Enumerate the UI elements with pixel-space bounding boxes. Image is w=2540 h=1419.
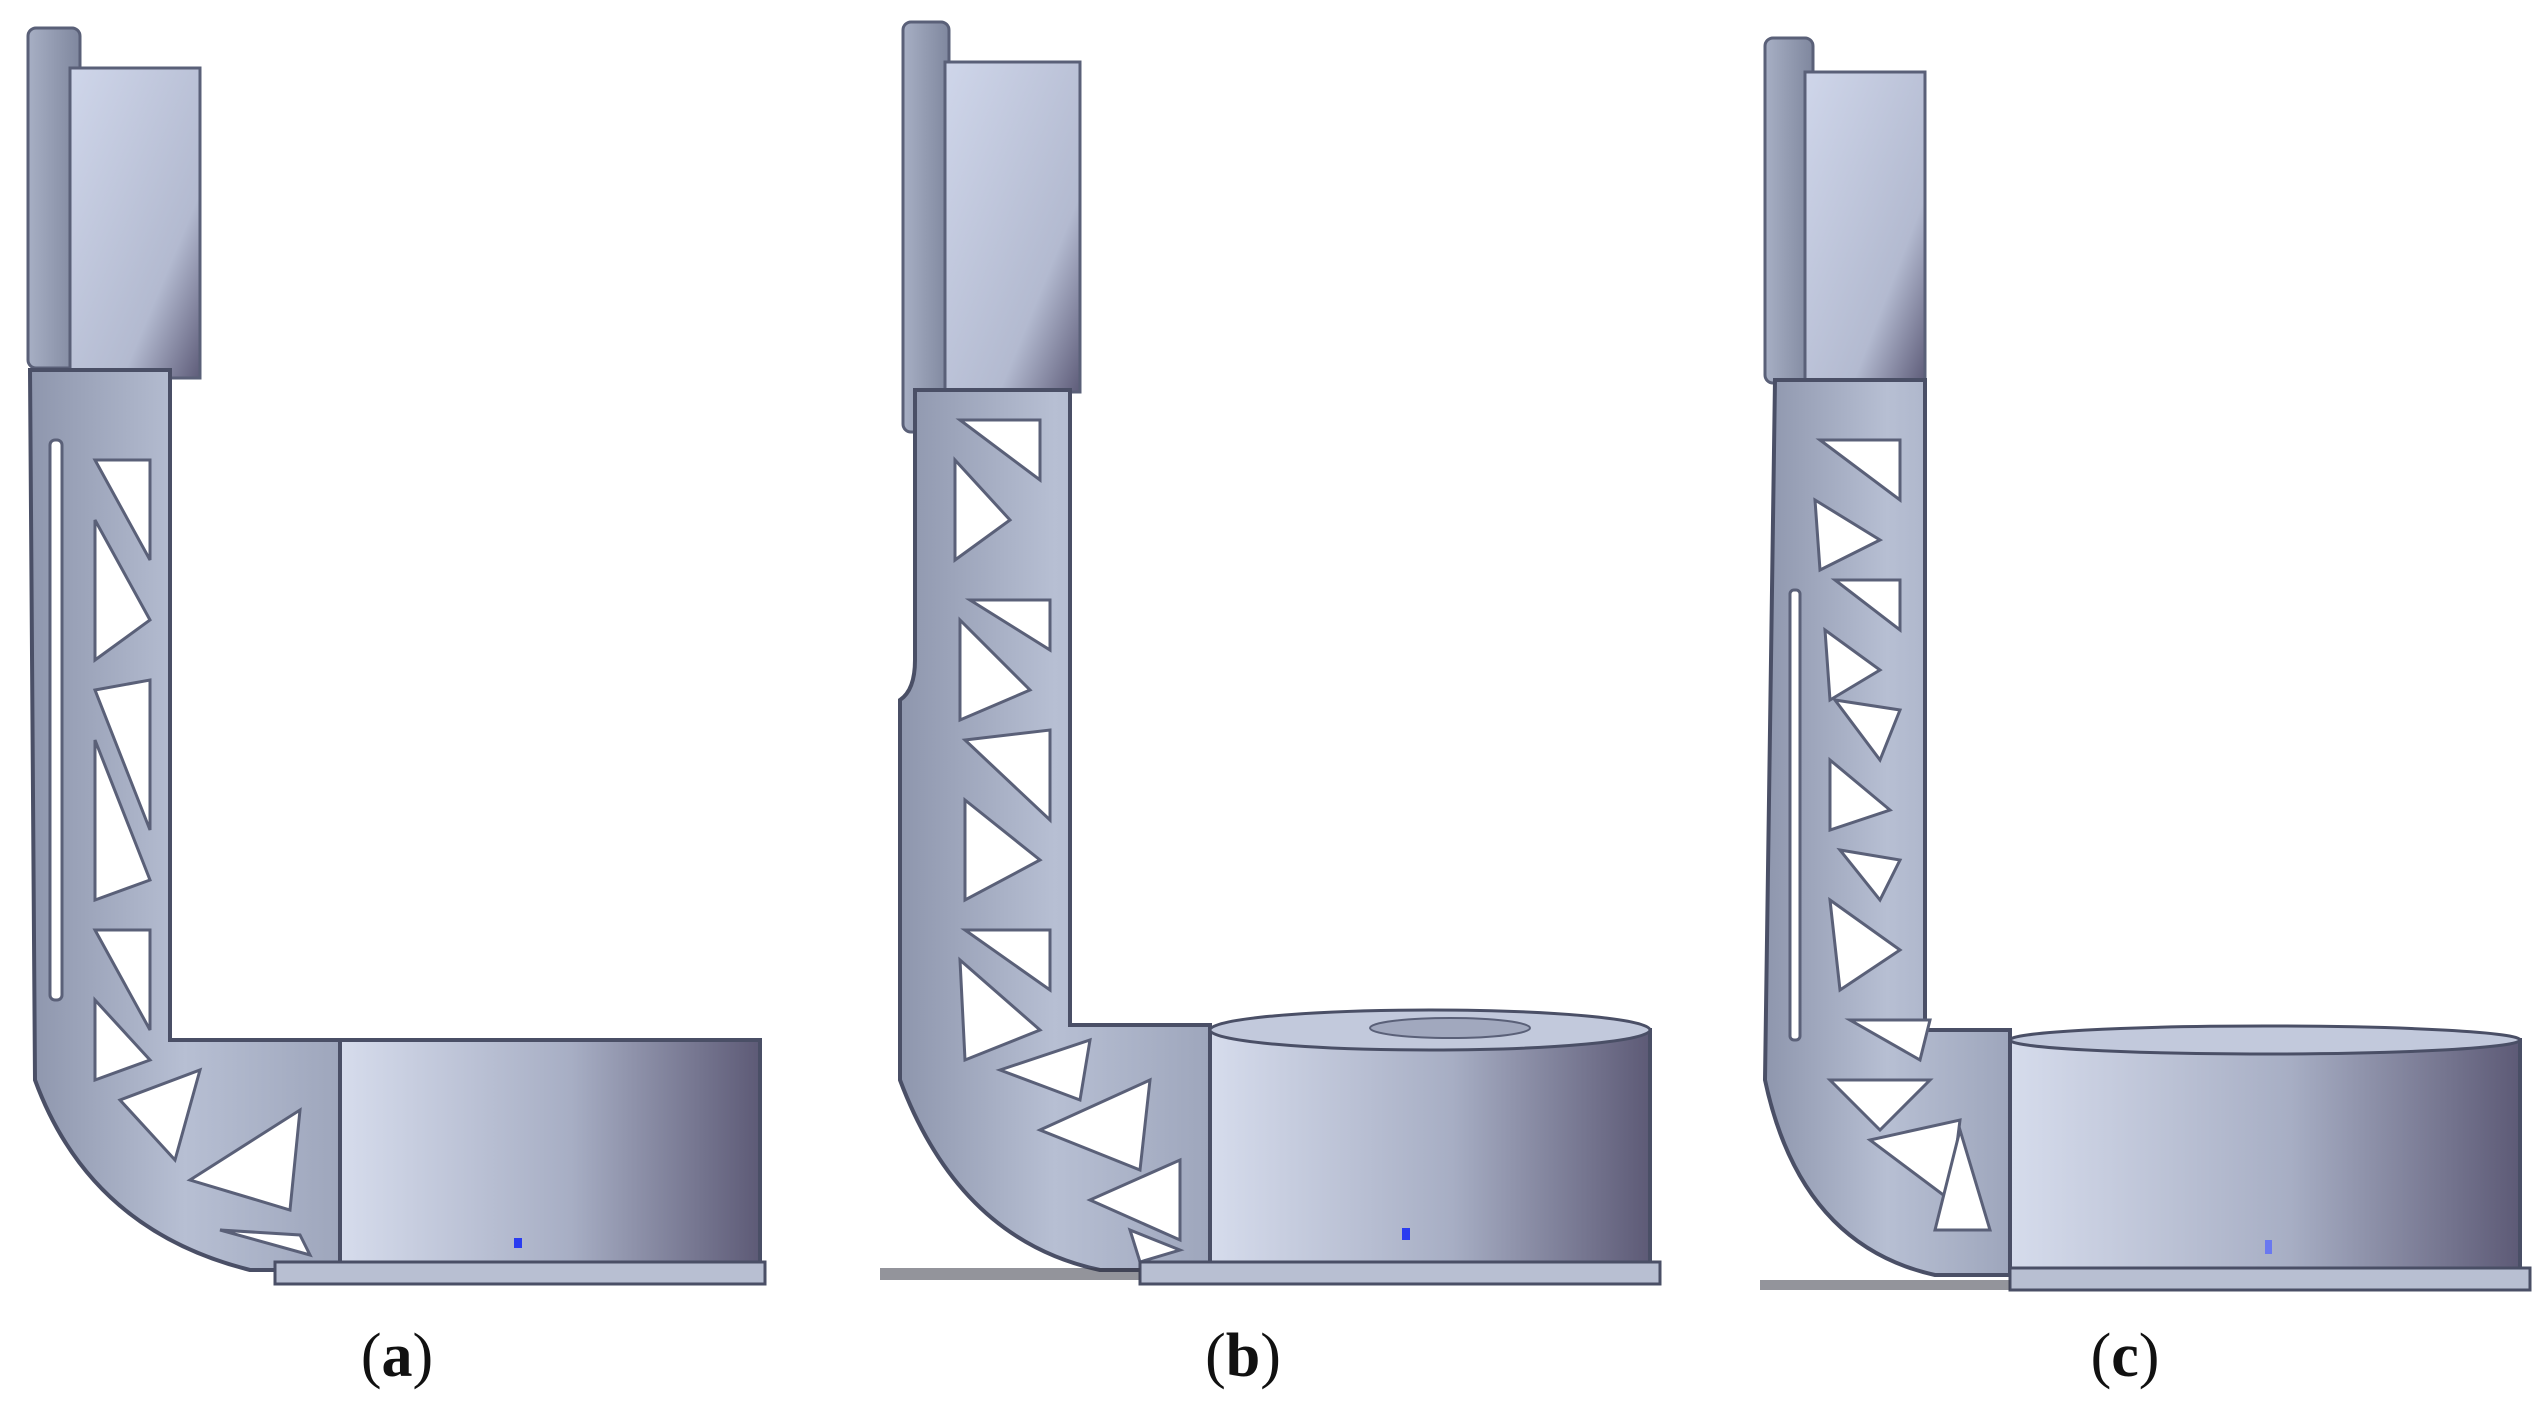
caption-c: (c) [2025, 1325, 2225, 1387]
caption-a-close: ) [412, 1322, 434, 1390]
top-flange-b [901, 20, 951, 434]
base-bore-b [1369, 1017, 1531, 1039]
marker-b [1402, 1228, 1410, 1240]
caption-c-label: c [2111, 1322, 2139, 1390]
base-drum-a [338, 1038, 762, 1272]
base-drum-c [2008, 1038, 2522, 1277]
base-plate-a [273, 1260, 767, 1286]
caption-a-label: a [381, 1322, 413, 1390]
top-drum-a [68, 66, 202, 380]
base-drum-b [1208, 1028, 1652, 1272]
arm-outline-b [898, 388, 1212, 1272]
bracket-a [26, 26, 767, 1286]
base-top-c [2008, 1024, 2522, 1056]
truss-cutouts-a [48, 438, 313, 1258]
caption-c-open: ( [2090, 1322, 2112, 1390]
caption-b-close: ) [1260, 1322, 1281, 1390]
caption-b: (b) [1143, 1325, 1343, 1387]
marker-c [2265, 1240, 2272, 1254]
caption-a-open: ( [360, 1322, 382, 1390]
shadow-c [1760, 1280, 2010, 1290]
base-plate-c [2008, 1266, 2532, 1292]
arm-outline-c [1762, 378, 2012, 1277]
top-drum-b [943, 60, 1082, 394]
shadow-b [880, 1268, 1140, 1280]
caption-c-close: ) [2138, 1322, 2160, 1390]
caption-b-open: ( [1205, 1322, 1226, 1390]
caption-b-label: b [1225, 1322, 1261, 1390]
top-drum-c [1803, 70, 1927, 384]
base-plate-b [1138, 1260, 1662, 1286]
caption-a: (a) [297, 1325, 497, 1387]
marker-a [514, 1238, 522, 1248]
bracket-c [1760, 36, 2532, 1292]
truss-cutouts-b [953, 418, 1185, 1264]
truss-cutouts-c [1788, 438, 1993, 1232]
bracket-b [880, 20, 1662, 1286]
